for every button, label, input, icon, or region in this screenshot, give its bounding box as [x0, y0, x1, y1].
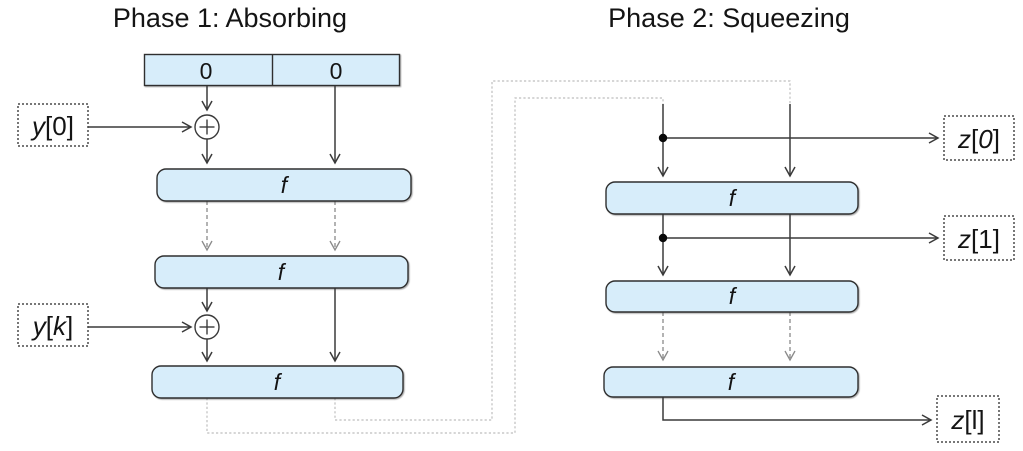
state-cell-left-value: 0	[200, 58, 213, 84]
f-box-2: f	[154, 255, 409, 289]
output-zl-label: z[l]	[950, 405, 984, 435]
f-box-3-rect	[151, 365, 404, 399]
output-z1: z[1]	[943, 215, 1015, 261]
f-box-5-label: f	[729, 283, 738, 309]
f-box-4: f	[605, 181, 859, 215]
xor1-icon	[194, 114, 220, 140]
f-box-1: f	[156, 168, 412, 202]
output-zl: z[l]	[936, 395, 1000, 443]
output-zl-box	[936, 395, 1000, 443]
output-z1-label: z[1]	[957, 224, 1000, 254]
state-cell-right-value: 0	[330, 58, 343, 84]
xor2-icon	[194, 314, 220, 340]
f-box-2-rect	[154, 255, 409, 289]
output-z0: z[0]	[943, 115, 1015, 161]
route-right-output-loop	[334, 80, 791, 421]
input-yk-box	[17, 303, 89, 347]
route-left-output-loop	[206, 97, 664, 434]
f-box-1-rect	[156, 168, 412, 202]
phase2-title: Phase 2: Squeezing	[608, 3, 850, 33]
input-yk: y[k]	[17, 303, 89, 347]
output-z0-box	[943, 115, 1015, 161]
junction-dot-z0	[658, 133, 668, 143]
input-y0-box	[17, 103, 89, 147]
output-z1-box	[943, 215, 1015, 261]
f-box-6-rect	[603, 366, 859, 398]
output-z0-label: z[0]	[957, 124, 1000, 154]
state-register: 0 0	[143, 53, 401, 87]
f-box-6-label: f	[728, 369, 737, 395]
f-box-1-label: f	[281, 172, 290, 198]
f-box-5-rect	[605, 280, 859, 313]
input-yk-label: y[k]	[31, 311, 73, 341]
f-box-4-rect	[605, 181, 859, 215]
f-box-6: f	[603, 366, 859, 398]
input-y0-label: y[0]	[30, 111, 74, 141]
f-box-3: f	[151, 365, 404, 399]
f-box-3-label: f	[274, 369, 283, 395]
f-box-4-label: f	[729, 185, 738, 211]
f-box-2-label: f	[278, 259, 287, 285]
input-y0: y[0]	[17, 103, 89, 147]
junction-dot-z1	[658, 233, 668, 243]
f-box-5: f	[605, 280, 859, 313]
phase1-title: Phase 1: Absorbing	[113, 3, 347, 33]
arrow-f6-to-zl	[662, 397, 933, 426]
